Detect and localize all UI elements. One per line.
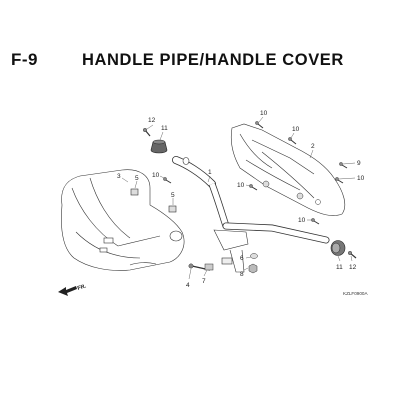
- bolt-e: [335, 177, 344, 184]
- callout-9: 9: [357, 160, 361, 167]
- bolt-b: [288, 137, 297, 145]
- callout-2: 2: [311, 143, 315, 150]
- callout-10-b: 10: [292, 126, 300, 133]
- callout-10-e: 10: [357, 175, 365, 182]
- callout-labels: 12 11 10 10 2 9 10 10 10 3 5 10 1 5 8 6 …: [117, 110, 365, 289]
- callout-11-upper: 11: [161, 125, 168, 132]
- callout-3: 3: [117, 173, 121, 180]
- bolt-d: [311, 218, 320, 225]
- front-handle-cover: [61, 169, 185, 271]
- screw-lower: [348, 250, 357, 259]
- callout-11-lower: 11: [336, 264, 343, 271]
- rear-handle-cover: [230, 123, 346, 216]
- figure-code: F-9: [11, 50, 38, 69]
- callout-6: 6: [240, 255, 244, 262]
- screw-nine: [339, 162, 348, 169]
- callout-12-upper: 12: [148, 117, 156, 124]
- front-label: FR.: [77, 283, 88, 292]
- collar: [204, 263, 214, 271]
- clip-upper: [130, 188, 139, 196]
- screw-upper: [142, 127, 151, 137]
- callout-4: 4: [186, 282, 190, 289]
- front-direction-indicator: FR.: [58, 283, 87, 296]
- callout-5-lower: 5: [171, 192, 175, 199]
- callout-8: 8: [240, 271, 244, 278]
- leader-lines: [121, 116, 356, 280]
- callout-5-upper: 5: [135, 175, 139, 182]
- callout-7: 7: [202, 278, 206, 285]
- reference-code: KZLF0900A: [343, 291, 368, 296]
- nut: [248, 263, 258, 274]
- callout-10-f: 10: [152, 172, 160, 179]
- callout-12-lower: 12: [349, 264, 357, 271]
- washer: [250, 253, 258, 259]
- callout-10-c: 10: [237, 182, 245, 189]
- figure-title: HANDLE PIPE/HANDLE COVER: [82, 51, 344, 69]
- clip-lower: [168, 205, 177, 213]
- callout-10-a: 10: [260, 110, 268, 117]
- callout-1: 1: [208, 169, 212, 176]
- grip-end-upper: [150, 139, 168, 154]
- bolt-c: [249, 184, 258, 191]
- grip-end-lower: [330, 240, 346, 256]
- handle-pipe: [172, 156, 330, 273]
- callout-10-d: 10: [298, 217, 306, 224]
- bolt-a: [255, 121, 264, 129]
- bolt-f: [163, 177, 172, 184]
